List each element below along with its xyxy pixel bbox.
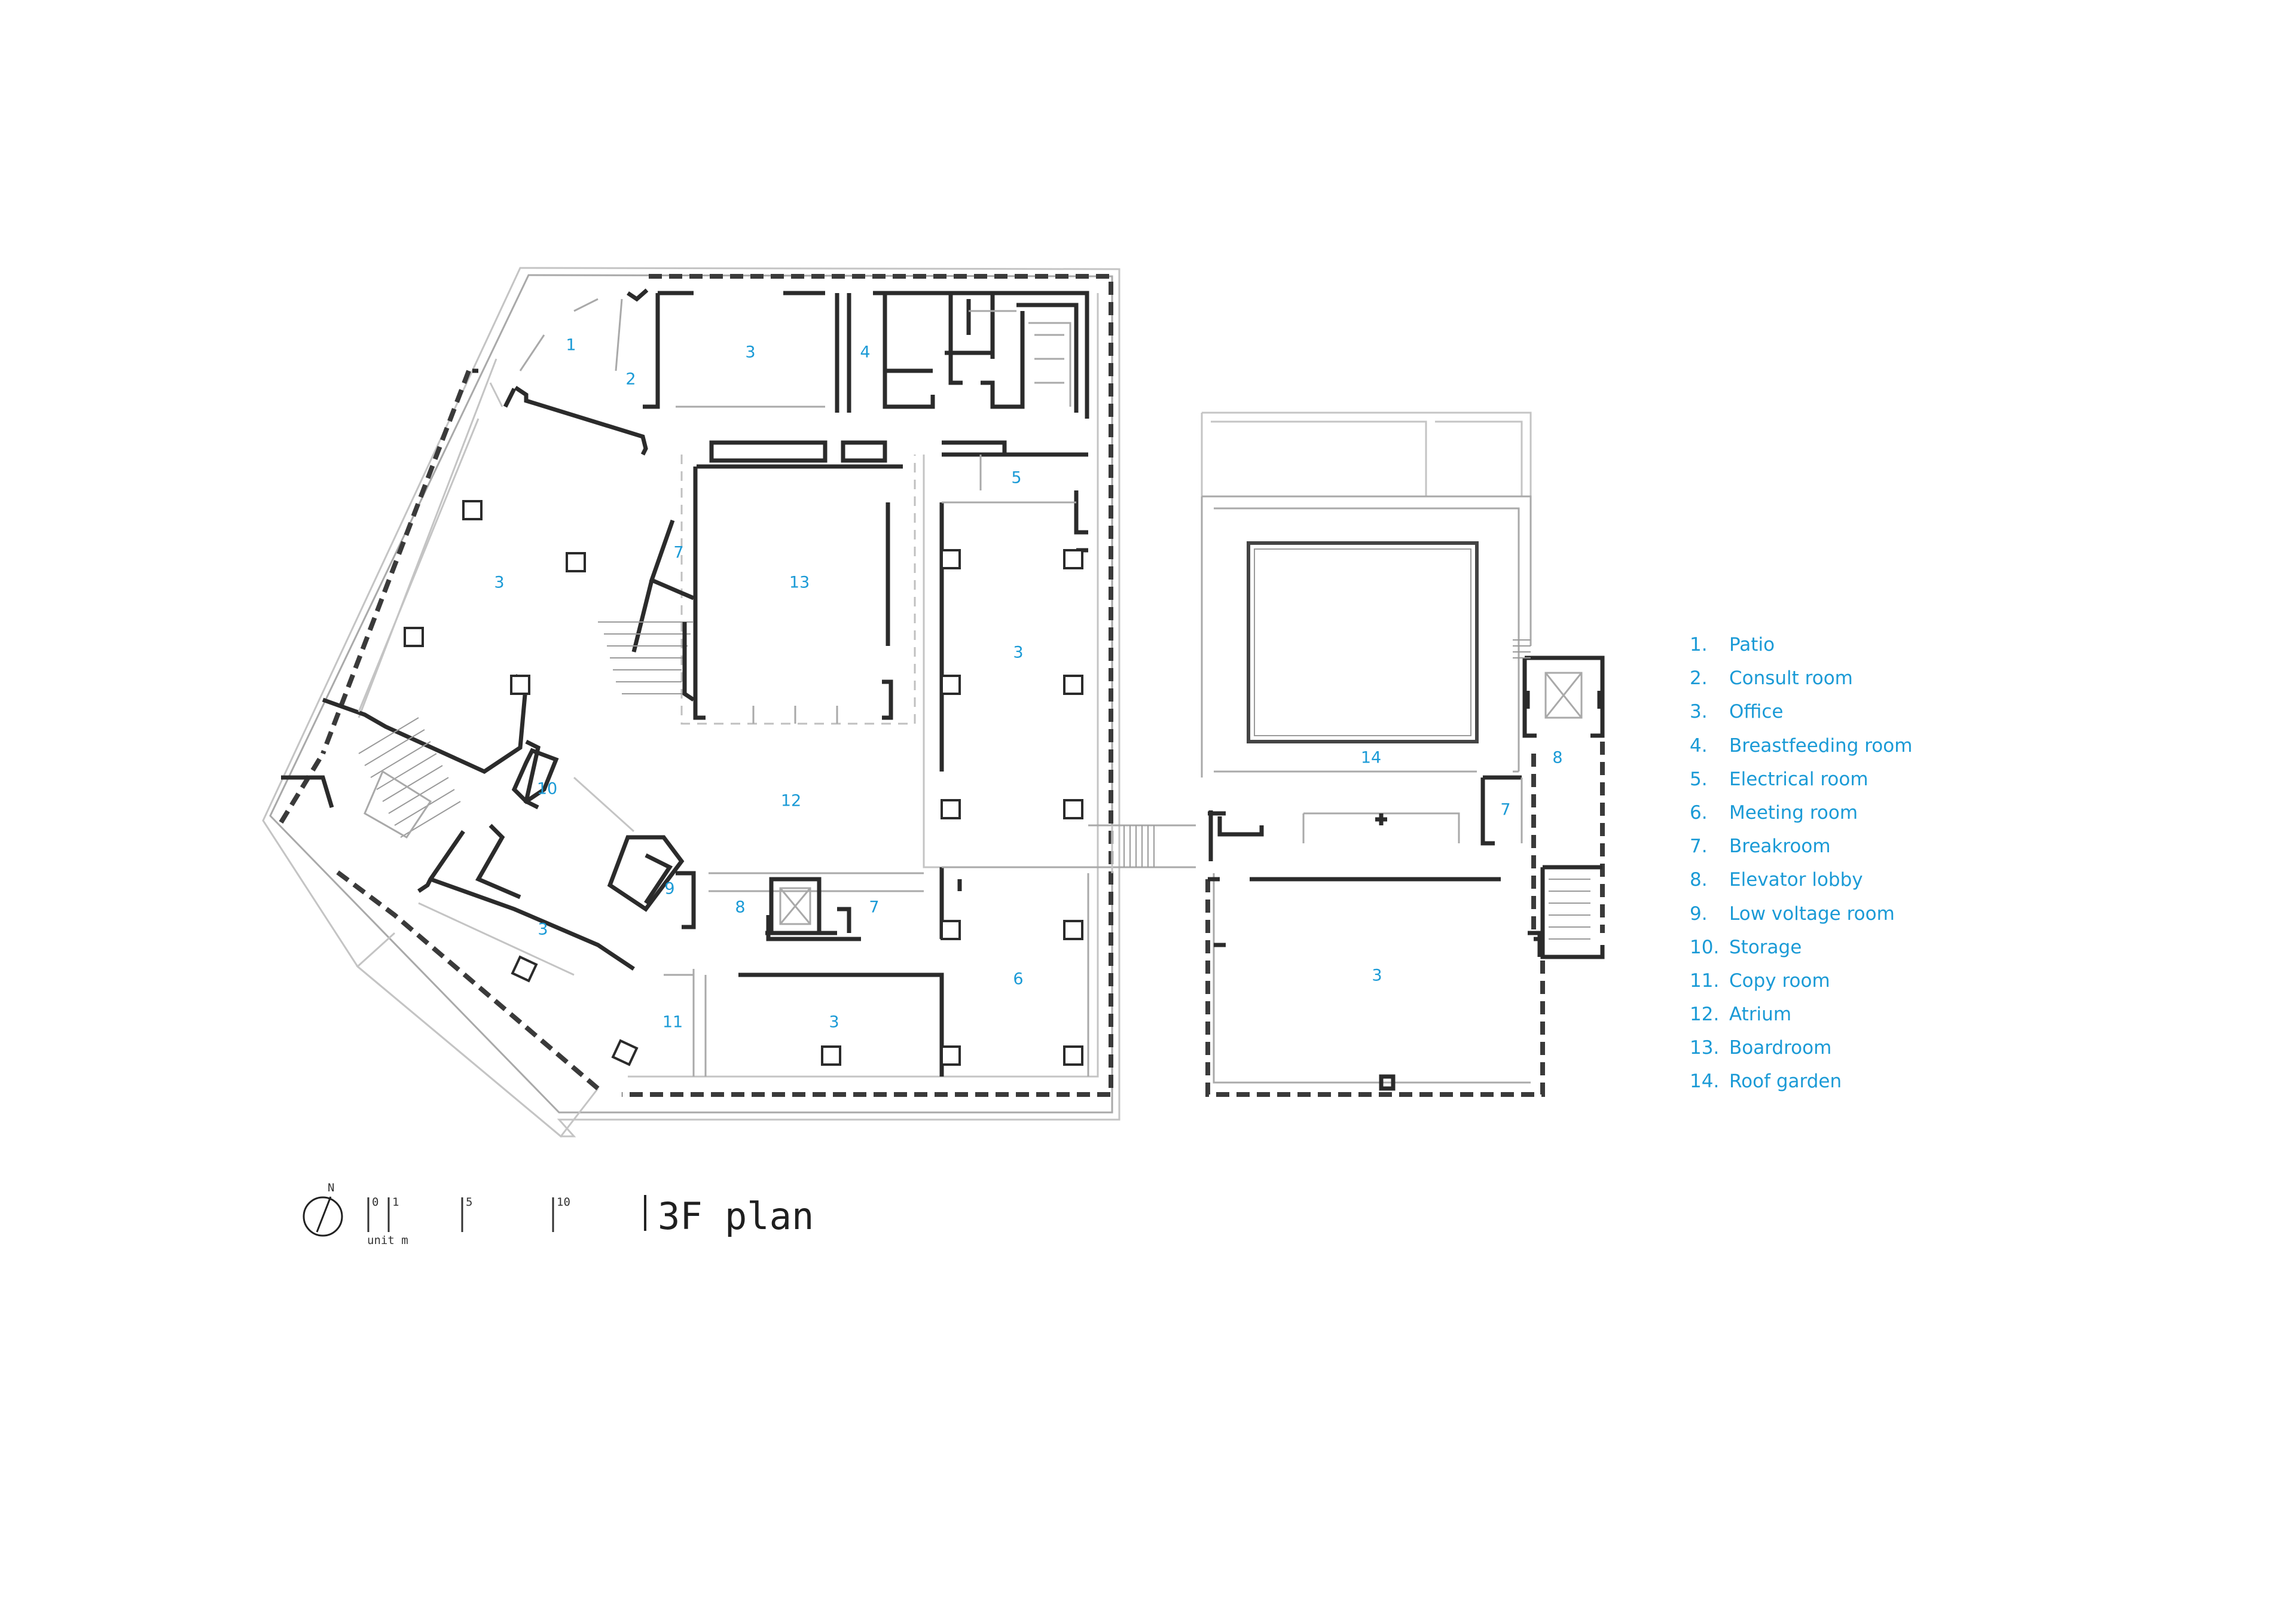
room-tag-breakroom-core: 7 — [869, 898, 879, 917]
legend-label: Roof garden — [1729, 1071, 1842, 1093]
legend-number: 10. — [1690, 936, 1720, 958]
scale-unit: unit m — [367, 1234, 408, 1247]
scale-tick-5: 5 — [466, 1196, 472, 1209]
scale-tick-1: 1 — [392, 1196, 399, 1209]
room-tag-patio: 1 — [566, 336, 576, 355]
legend-number: 9. — [1690, 903, 1708, 925]
plan-title-text: 3F plan — [658, 1194, 814, 1238]
room-tag-atrium: 12 — [781, 792, 801, 810]
north-label: N — [328, 1181, 334, 1194]
legend-label: Breakroom — [1729, 836, 1831, 858]
room-tag-copy: 11 — [662, 1013, 683, 1032]
legend-number: 5. — [1690, 768, 1708, 790]
plan-title: 3F plan — [644, 1194, 814, 1238]
room-tag-breakroom-annex: 7 — [1500, 801, 1510, 819]
legend-number: 8. — [1690, 869, 1708, 891]
legend-label: Office — [1729, 701, 1784, 723]
legend-label: Atrium — [1729, 1004, 1792, 1026]
room-labels: 1 2 3 4 5 3 7 13 3 10 12 9 8 7 3 11 3 6 … — [494, 336, 1562, 1032]
room-tag-roof-garden: 14 — [1361, 749, 1381, 767]
legend-number: 2. — [1690, 667, 1708, 690]
legend-label: Meeting room — [1729, 801, 1858, 824]
legend-label: Boardroom — [1729, 1037, 1832, 1059]
room-tag-boardroom: 13 — [789, 574, 810, 592]
legend-label: Patio — [1729, 634, 1775, 655]
room-tag-office-annex: 3 — [1372, 967, 1382, 985]
scale-tick-10: 10 — [557, 1196, 570, 1209]
legend-label: Electrical room — [1729, 768, 1868, 790]
legend-number: 11. — [1690, 969, 1720, 992]
legend-label: Elevator lobby — [1729, 869, 1863, 891]
legend-number: 12. — [1690, 1004, 1720, 1026]
room-tag-office-southwest: 3 — [538, 920, 548, 939]
room-tag-breastfeeding: 4 — [860, 343, 870, 362]
legend-number: 7. — [1690, 836, 1708, 858]
legend-label: Breastfeeding room — [1729, 734, 1913, 757]
room-tag-consult: 2 — [625, 370, 636, 389]
annex-building — [1201, 411, 1605, 1097]
legend-number: 13. — [1690, 1037, 1720, 1059]
room-tag-breakroom-stair: 7 — [673, 544, 683, 562]
room-tag-electrical: 5 — [1011, 469, 1021, 487]
legend-number: 6. — [1690, 801, 1708, 824]
legend-number: 4. — [1690, 734, 1708, 757]
scale-tick-0: 0 — [372, 1196, 378, 1209]
room-tag-low-voltage: 9 — [664, 880, 674, 898]
bridge — [1088, 824, 1196, 873]
legend-number: 14. — [1690, 1071, 1720, 1093]
room-tag-office-north: 3 — [745, 343, 755, 362]
room-tag-office-east: 3 — [1013, 644, 1023, 662]
room-tag-storage: 10 — [537, 780, 557, 798]
main-building — [262, 267, 1120, 1138]
legend-label: Copy room — [1729, 969, 1830, 992]
north-arrow: N — [303, 1181, 343, 1237]
legend-number: 3. — [1690, 701, 1708, 723]
room-tag-office-south: 3 — [829, 1013, 839, 1032]
room-tag-meeting: 6 — [1013, 970, 1023, 989]
legend-label: Low voltage room — [1729, 903, 1895, 925]
scale-bar: 0 1 5 10 unit m — [367, 1196, 570, 1247]
legend-label: Storage — [1729, 936, 1802, 958]
room-tag-elevator-lobby: 8 — [735, 898, 745, 917]
room-tag-elevator-lobby-annex: 8 — [1552, 749, 1562, 767]
legend-label: Consult room — [1729, 667, 1853, 690]
legend-number: 1. — [1690, 634, 1708, 655]
room-tag-office-west: 3 — [494, 574, 504, 592]
